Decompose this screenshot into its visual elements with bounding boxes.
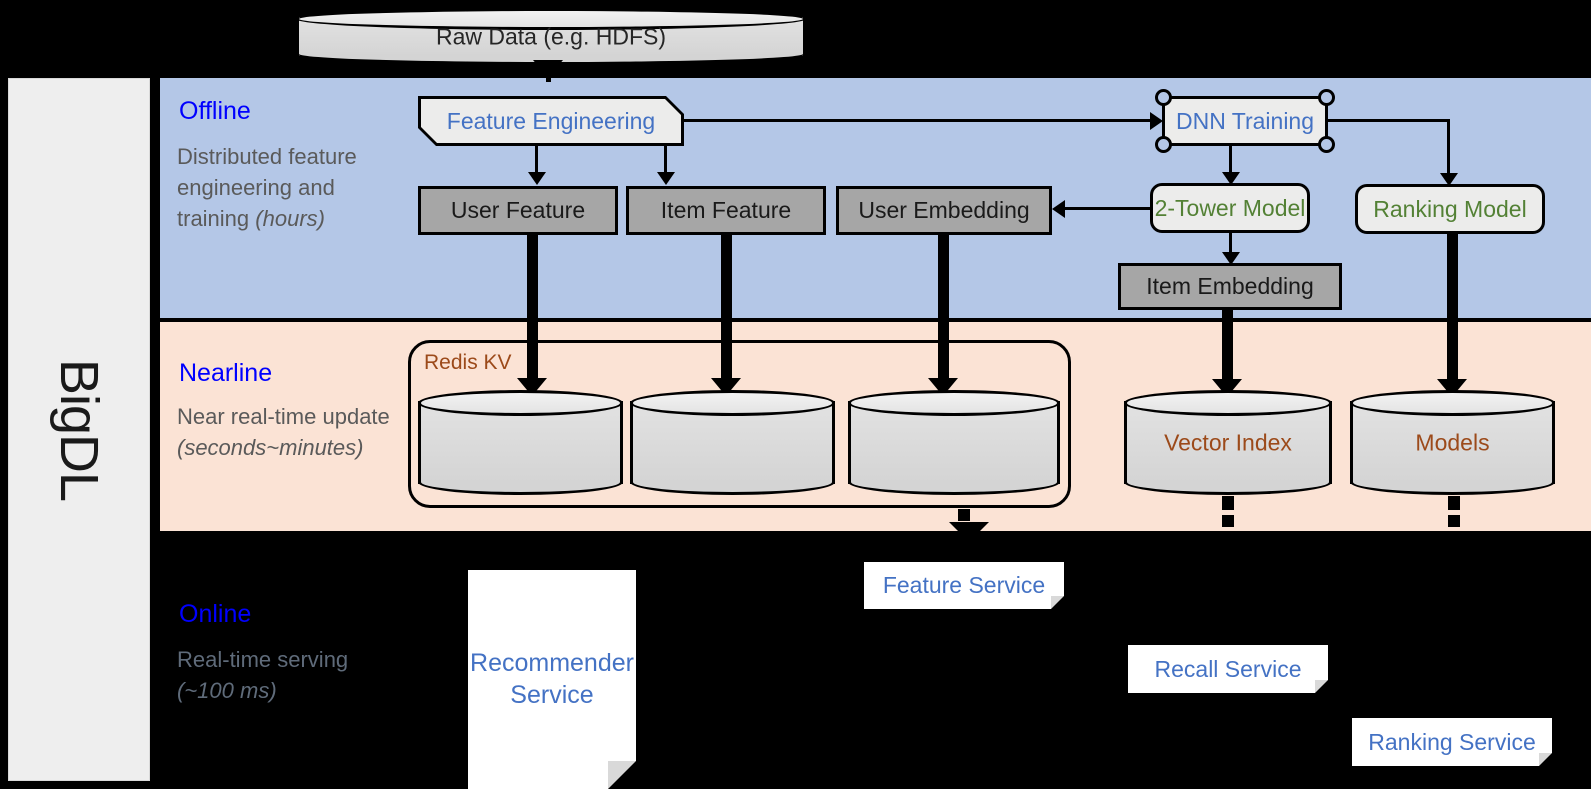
- ranking-service-node[interactable]: Ranking Service: [1352, 718, 1552, 766]
- feature-service-node[interactable]: Feature Service: [864, 562, 1064, 609]
- models-store[interactable]: Models: [1350, 390, 1555, 495]
- flow-itemembedding-to-vectorindex: [1222, 309, 1233, 387]
- feature-service-label: Feature Service: [882, 572, 1046, 599]
- cylinder-top: [1124, 390, 1332, 416]
- nearline-description-lead: Near real-time update: [177, 404, 390, 429]
- feature-engineering-inner: Feature Engineering: [421, 99, 681, 143]
- cylinder-top: [296, 8, 806, 30]
- two-tower-model-node[interactable]: 2-Tower Model: [1150, 183, 1310, 233]
- connector-twotower-to-userembedding: [1063, 207, 1153, 210]
- offline-description: Distributed feature engineering and trai…: [177, 141, 407, 235]
- dash-vectorindex-2: [1222, 515, 1234, 527]
- cylinder-top: [418, 390, 623, 416]
- user-feature-label: User Feature: [450, 197, 586, 224]
- nearline-description-em: (seconds~minutes): [177, 435, 364, 461]
- redis-kv-label: Redis KV: [424, 351, 512, 374]
- item-embedding-node[interactable]: Item Embedding: [1118, 263, 1342, 310]
- connector-fe-to-userfeature: [535, 146, 538, 174]
- flow-userfeature-to-store: [527, 234, 538, 386]
- arrowhead-dnn-to-ranking: [1440, 173, 1458, 186]
- ranking-service-label: Ranking Service: [1368, 728, 1536, 755]
- arrowhead-rawdata-to-fe: [533, 60, 563, 78]
- flow-itemfeature-to-store: [721, 234, 732, 386]
- models-label: Models: [1415, 429, 1490, 455]
- cylinder-top: [1350, 390, 1555, 416]
- connector-twotower-to-itemembedding: [1229, 233, 1232, 261]
- item-embedding-label: Item Embedding: [1146, 273, 1314, 300]
- vector-index-label: Vector Index: [1164, 429, 1292, 455]
- connector-dnn-to-ranking-h: [1328, 119, 1450, 122]
- arrowhead-fe-to-userfeature: [528, 172, 546, 185]
- page-fold-icon: [1051, 596, 1064, 609]
- nearline-description: Near real-time update (seconds~minutes): [177, 401, 407, 463]
- redis-cylinder-item-feature[interactable]: [630, 390, 835, 495]
- page-fold-icon: [608, 761, 636, 789]
- arrowhead-dnn-to-twotower: [1222, 172, 1240, 185]
- connector-dnn-to-twotower: [1229, 146, 1232, 176]
- redis-cylinder-user-feature[interactable]: [418, 390, 623, 495]
- online-description-lead: Real-time serving: [177, 647, 349, 672]
- cylinder-top: [630, 390, 835, 416]
- recommender-service-line1: Recommender: [470, 649, 634, 678]
- user-embedding-node[interactable]: User Embedding: [836, 186, 1052, 235]
- page-fold-icon: [1315, 680, 1328, 693]
- bigdl-framework-rail: BigDL: [8, 78, 150, 781]
- dnn-training-inner: DNN Training: [1165, 99, 1325, 143]
- connector-fe-to-itemfeature: [664, 146, 667, 174]
- arrowhead-twotower-to-itemembedding: [1222, 252, 1240, 265]
- dash-vectorindex-1: [1222, 496, 1234, 510]
- user-embedding-label: User Embedding: [858, 197, 1030, 224]
- item-feature-node[interactable]: Item Feature: [626, 186, 826, 235]
- redis-cylinder-user-embedding[interactable]: [848, 390, 1060, 495]
- online-description-em: (~100 ms): [177, 678, 277, 704]
- arrowhead-redis-to-featureservice: [949, 522, 989, 542]
- vector-index-store[interactable]: Vector Index: [1124, 390, 1332, 495]
- page-fold-icon: [1539, 753, 1552, 766]
- dash-models-1: [1448, 496, 1460, 510]
- connector-dnn-to-ranking-v: [1447, 119, 1450, 177]
- arrowhead-twotower-to-userembedding: [1052, 200, 1065, 218]
- recall-service-label: Recall Service: [1154, 655, 1302, 682]
- bigdl-label: BigDL: [49, 358, 109, 501]
- online-description: Real-time serving (~100 ms): [177, 644, 407, 706]
- flow-rankingmodel-to-models: [1447, 233, 1458, 387]
- corner-nub-br: [1318, 136, 1335, 153]
- two-tower-model-label: 2-Tower Model: [1154, 194, 1306, 221]
- dash-redis-to-featureservice: [958, 509, 970, 521]
- recall-service-node[interactable]: Recall Service: [1128, 645, 1328, 693]
- feature-engineering-node[interactable]: Feature Engineering: [418, 96, 684, 146]
- recommender-service-node[interactable]: Recommender Service: [468, 570, 636, 789]
- raw-data-store: Raw Data (e.g. HDFS): [296, 8, 806, 65]
- ranking-model-label: Ranking Model: [1373, 195, 1527, 222]
- item-feature-label: Item Feature: [660, 197, 792, 224]
- feature-engineering-label: Feature Engineering: [446, 107, 656, 134]
- arrowhead-fe-to-dnn: [1150, 112, 1163, 130]
- arrowhead-fe-to-itemfeature: [657, 172, 675, 185]
- dash-models-2: [1448, 515, 1460, 527]
- redis-kv-group: [408, 340, 1071, 508]
- flow-userembedding-to-store: [938, 234, 949, 386]
- dnn-training-label: DNN Training: [1175, 107, 1315, 134]
- cylinder-top: [848, 390, 1060, 416]
- user-feature-node[interactable]: User Feature: [418, 186, 618, 235]
- recommender-service-line2: Service: [510, 680, 594, 709]
- offline-title: Offline: [179, 97, 251, 125]
- nearline-title: Nearline: [179, 359, 273, 387]
- online-title: Online: [179, 600, 252, 628]
- offline-description-em: (hours): [255, 206, 325, 232]
- ranking-model-node[interactable]: Ranking Model: [1355, 184, 1545, 234]
- dnn-training-node[interactable]: DNN Training: [1155, 89, 1335, 153]
- offline-description-lead: Distributed feature engineering and trai…: [177, 144, 357, 232]
- corner-nub-tr: [1318, 89, 1335, 106]
- corner-nub-bl: [1155, 136, 1172, 153]
- recommender-service-text: Recommender Service: [470, 648, 634, 711]
- corner-nub-tl: [1155, 89, 1172, 106]
- raw-data-label: Raw Data (e.g. HDFS): [435, 23, 667, 49]
- connector-fe-to-dnn: [684, 119, 1156, 122]
